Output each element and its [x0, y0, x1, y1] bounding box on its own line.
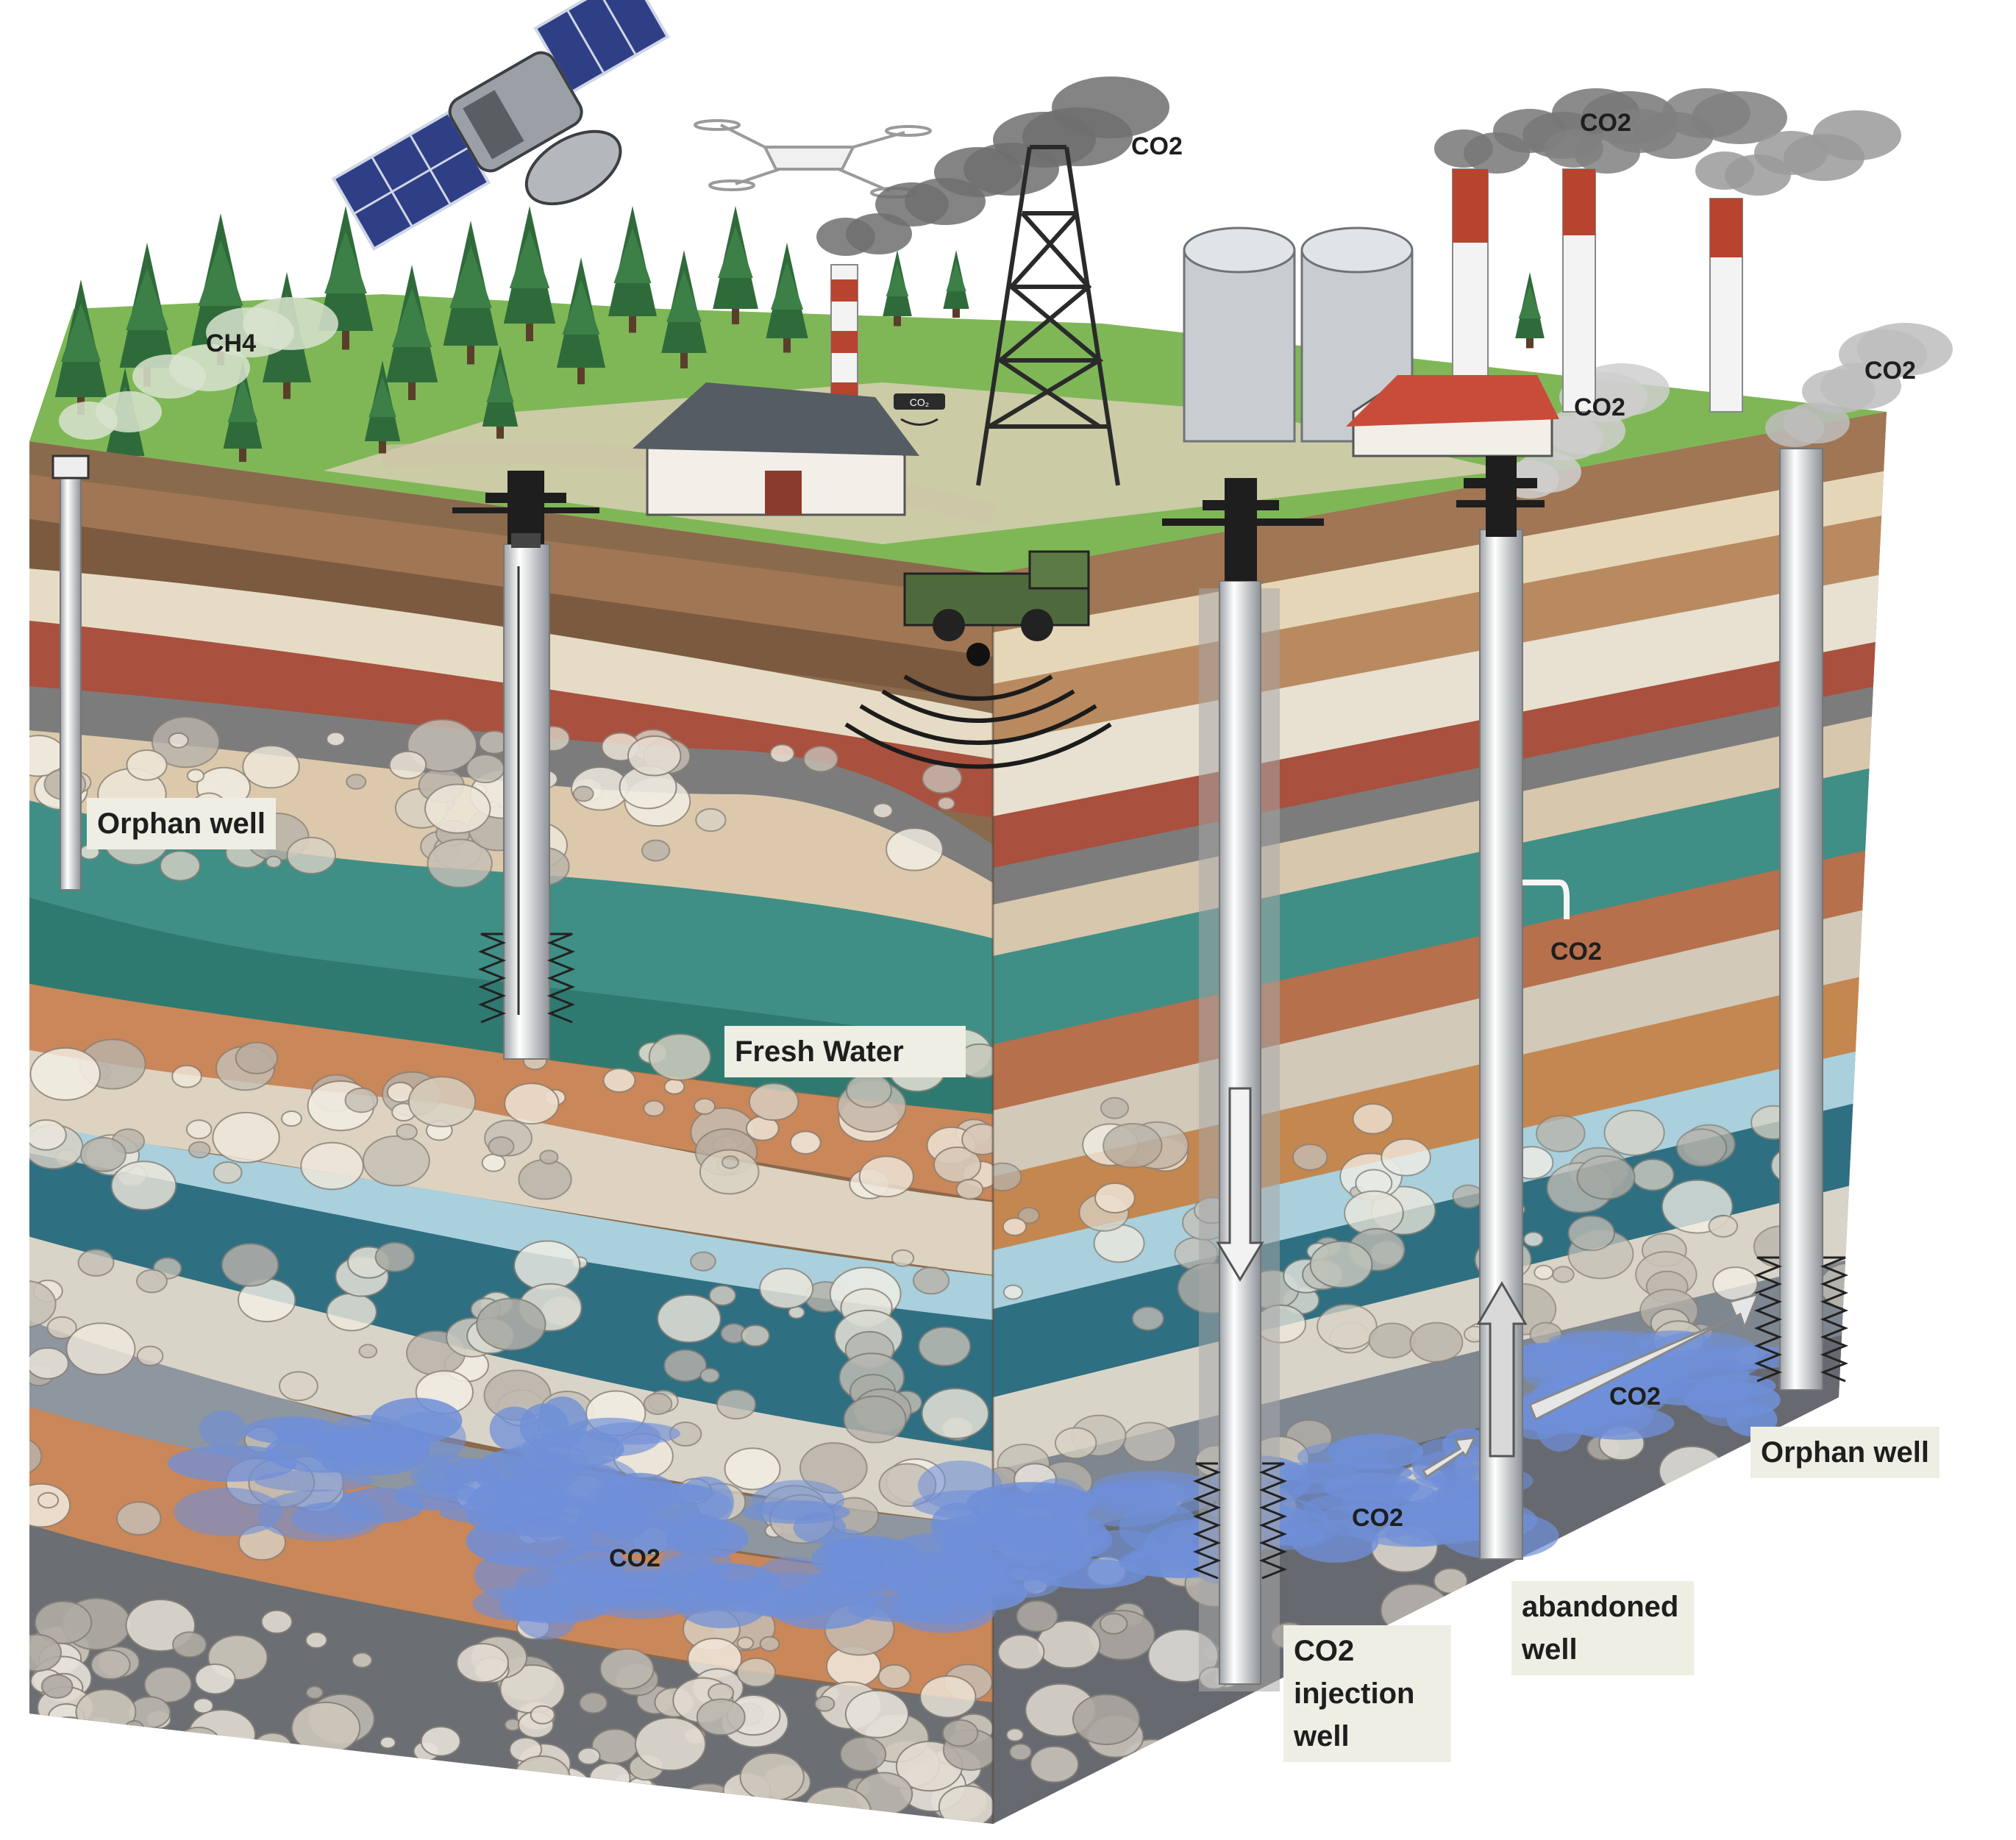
co2-migration-arrows — [1421, 1292, 1760, 1479]
abandoned-well — [1456, 456, 1570, 1560]
orphan-well-left-label: Orphan well — [87, 798, 276, 849]
tree-icon — [766, 243, 808, 353]
co2-plume-right-label: CO2 — [1609, 1383, 1661, 1411]
fresh-water-label: Fresh Water — [724, 1026, 966, 1077]
orphan-well-left — [51, 454, 90, 891]
co2-sensor-icon: CO₂ — [894, 393, 945, 426]
co2-plume — [167, 1330, 1807, 1640]
wellhead-icon — [1456, 456, 1545, 537]
co2-stack-label: CO2 — [1580, 109, 1631, 137]
satellite-icon — [331, 0, 670, 252]
monitoring-well — [452, 471, 599, 1060]
tree-icon — [503, 206, 556, 341]
tree-icon — [608, 206, 657, 333]
truck-icon — [903, 550, 1090, 666]
orphan-well-right — [1753, 448, 1849, 1391]
tree-icon — [364, 360, 401, 454]
tree-icon — [482, 346, 519, 439]
oil-derrick-icon — [976, 145, 1120, 486]
smokestack-icon — [1452, 168, 1743, 413]
tree-icon — [443, 221, 499, 365]
drone-icon — [694, 119, 932, 199]
tree-icon — [223, 360, 263, 462]
tree-icon — [943, 250, 969, 318]
farmhouse-icon — [633, 375, 1559, 516]
ch4-label: CH4 — [206, 329, 257, 357]
tree-icon — [557, 257, 605, 385]
co2-leak-label: CO2 — [1550, 938, 1602, 966]
co2-injection-well-label: CO2 injection well — [1283, 1625, 1451, 1762]
wellhead-icon — [1162, 478, 1324, 581]
co2-injection-well — [1162, 478, 1324, 1691]
tree-icon — [385, 265, 438, 400]
co2-wellhead-label: CO2 — [1574, 393, 1625, 421]
co2-sensor-label: CO₂ — [910, 396, 929, 408]
storage-tank-icon — [1183, 227, 1414, 443]
tree-icon — [661, 250, 707, 368]
co2-tower-label: CO2 — [1131, 132, 1183, 160]
side-strata — [993, 412, 1887, 1824]
co2-plume-left-label: CO2 — [609, 1544, 660, 1572]
co2-right-well-label: CO2 — [1864, 357, 1916, 385]
tree-icon — [1515, 272, 1545, 349]
tree-icon — [318, 206, 374, 350]
smoke-plumes — [59, 76, 1953, 499]
abandoned-well-label: abandoned well — [1511, 1581, 1694, 1675]
wellhead-icon — [452, 471, 599, 548]
tree-icon — [713, 206, 758, 324]
seismic-wave-icon — [844, 674, 1112, 769]
tree-icon — [883, 250, 912, 327]
orphan-well-right-label: Orphan well — [1750, 1427, 1940, 1478]
co2-plume-mid-label: CO2 — [1352, 1504, 1403, 1532]
